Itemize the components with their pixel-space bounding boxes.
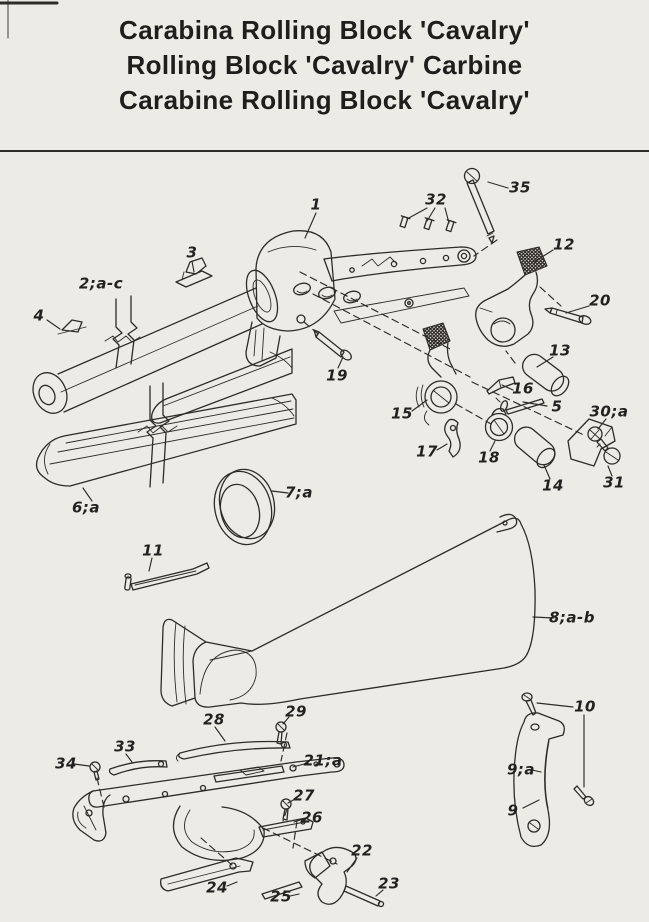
part-label-29: 29	[285, 703, 307, 721]
part-16-firing-pin	[486, 376, 516, 395]
part-label-5: 5	[552, 398, 563, 416]
part-26-plate	[258, 817, 314, 838]
part-18-collar	[484, 407, 514, 442]
part-label-13: 13	[549, 342, 571, 360]
part-label-23: 23	[378, 875, 400, 893]
part-label-25: 25	[270, 888, 292, 906]
part-label-15: 15	[391, 405, 413, 423]
leader-lines	[46, 181, 613, 897]
assembly-dashed-lines	[96, 239, 587, 866]
part-31-screw	[596, 438, 621, 465]
part-label-9: 9	[508, 802, 519, 820]
part-24-sear-bar	[160, 857, 254, 892]
part-label-26: 26	[301, 809, 323, 827]
part-1-barrel-receiver	[32, 230, 477, 414]
title-line-2: Rolling Block 'Cavalry' Carbine	[126, 50, 523, 80]
part-label-9a: 9;a	[507, 761, 535, 779]
part-28-spring	[175, 740, 291, 762]
part-10-screws	[521, 692, 595, 807]
part-labels: 12;a-c3456;a7;a8;a-b99;a1011121314151617…	[33, 179, 629, 906]
part-label-31: 31	[603, 474, 625, 492]
part-label-18: 18	[478, 449, 500, 467]
part-25-pin	[261, 881, 303, 900]
part-label-12: 12	[553, 236, 575, 254]
part-23-pin	[343, 885, 385, 908]
part-2-barrel-break-marks	[104, 295, 141, 369]
part-label-32: 32	[425, 191, 447, 209]
part-label-2ac: 2;a-c	[79, 275, 123, 293]
part-label-19: 19	[326, 367, 348, 385]
part-13-cylinder-pin	[521, 353, 570, 397]
title-line-3: Carabine Rolling Block 'Cavalry'	[119, 85, 530, 115]
part-33-spring	[108, 760, 168, 776]
part-label-8ab: 8;a-b	[549, 609, 595, 627]
part-19-pin	[313, 329, 352, 361]
part-label-34: 34	[55, 755, 77, 773]
part-label-3: 3	[187, 244, 198, 262]
part-label-30a: 30;a	[590, 403, 629, 421]
part-6a-forend	[35, 382, 297, 488]
part-11-rod	[124, 562, 210, 591]
title-line-1: Carabina Rolling Block 'Cavalry'	[119, 15, 530, 45]
part-label-6a: 6;a	[72, 499, 100, 517]
part-label-35: 35	[509, 179, 531, 197]
part-label-20: 20	[589, 292, 611, 310]
part-15-breechblock	[415, 322, 458, 426]
part-6a-handguard-top	[151, 348, 293, 424]
part-label-22: 22	[351, 842, 373, 860]
part-21a-trigger-guard	[72, 757, 345, 861]
part-label-24: 24	[206, 879, 228, 897]
part-22-trigger	[304, 846, 357, 905]
part-29-screw	[275, 721, 287, 745]
part-label-33: 33	[114, 738, 136, 756]
part-label-17: 17	[416, 443, 438, 461]
part-label-27: 27	[293, 787, 315, 805]
part-12-hammer	[475, 246, 548, 347]
part-17-extractor	[444, 418, 461, 458]
page-frame-marks	[0, 0, 649, 152]
part-4-front-sight	[57, 319, 87, 335]
part-label-14: 14	[542, 477, 564, 495]
part-label-4: 4	[33, 307, 45, 325]
part-label-28: 28	[203, 711, 225, 729]
part-14-pin	[513, 426, 556, 469]
part-8ab-buttstock	[160, 513, 536, 708]
part-34-screw	[89, 761, 101, 781]
part-5-pin	[495, 397, 545, 415]
part-label-21a: 21;a	[304, 752, 343, 770]
part-9-buttplate	[513, 712, 565, 848]
part-20-pin	[544, 307, 592, 325]
part-label-1: 1	[311, 196, 322, 214]
part-7a-barrel-band	[213, 468, 276, 546]
part-label-16: 16	[512, 380, 534, 398]
part-30a-sling-plate	[567, 418, 616, 467]
part-label-10: 10	[574, 698, 596, 716]
part-35-tang-screw	[463, 167, 495, 244]
part-3-rear-sight	[175, 257, 213, 288]
part-label-11: 11	[142, 542, 164, 560]
title-block: Carabina Rolling Block 'Cavalry' Rolling…	[0, 13, 649, 118]
part-label-7a: 7;a	[285, 484, 313, 502]
